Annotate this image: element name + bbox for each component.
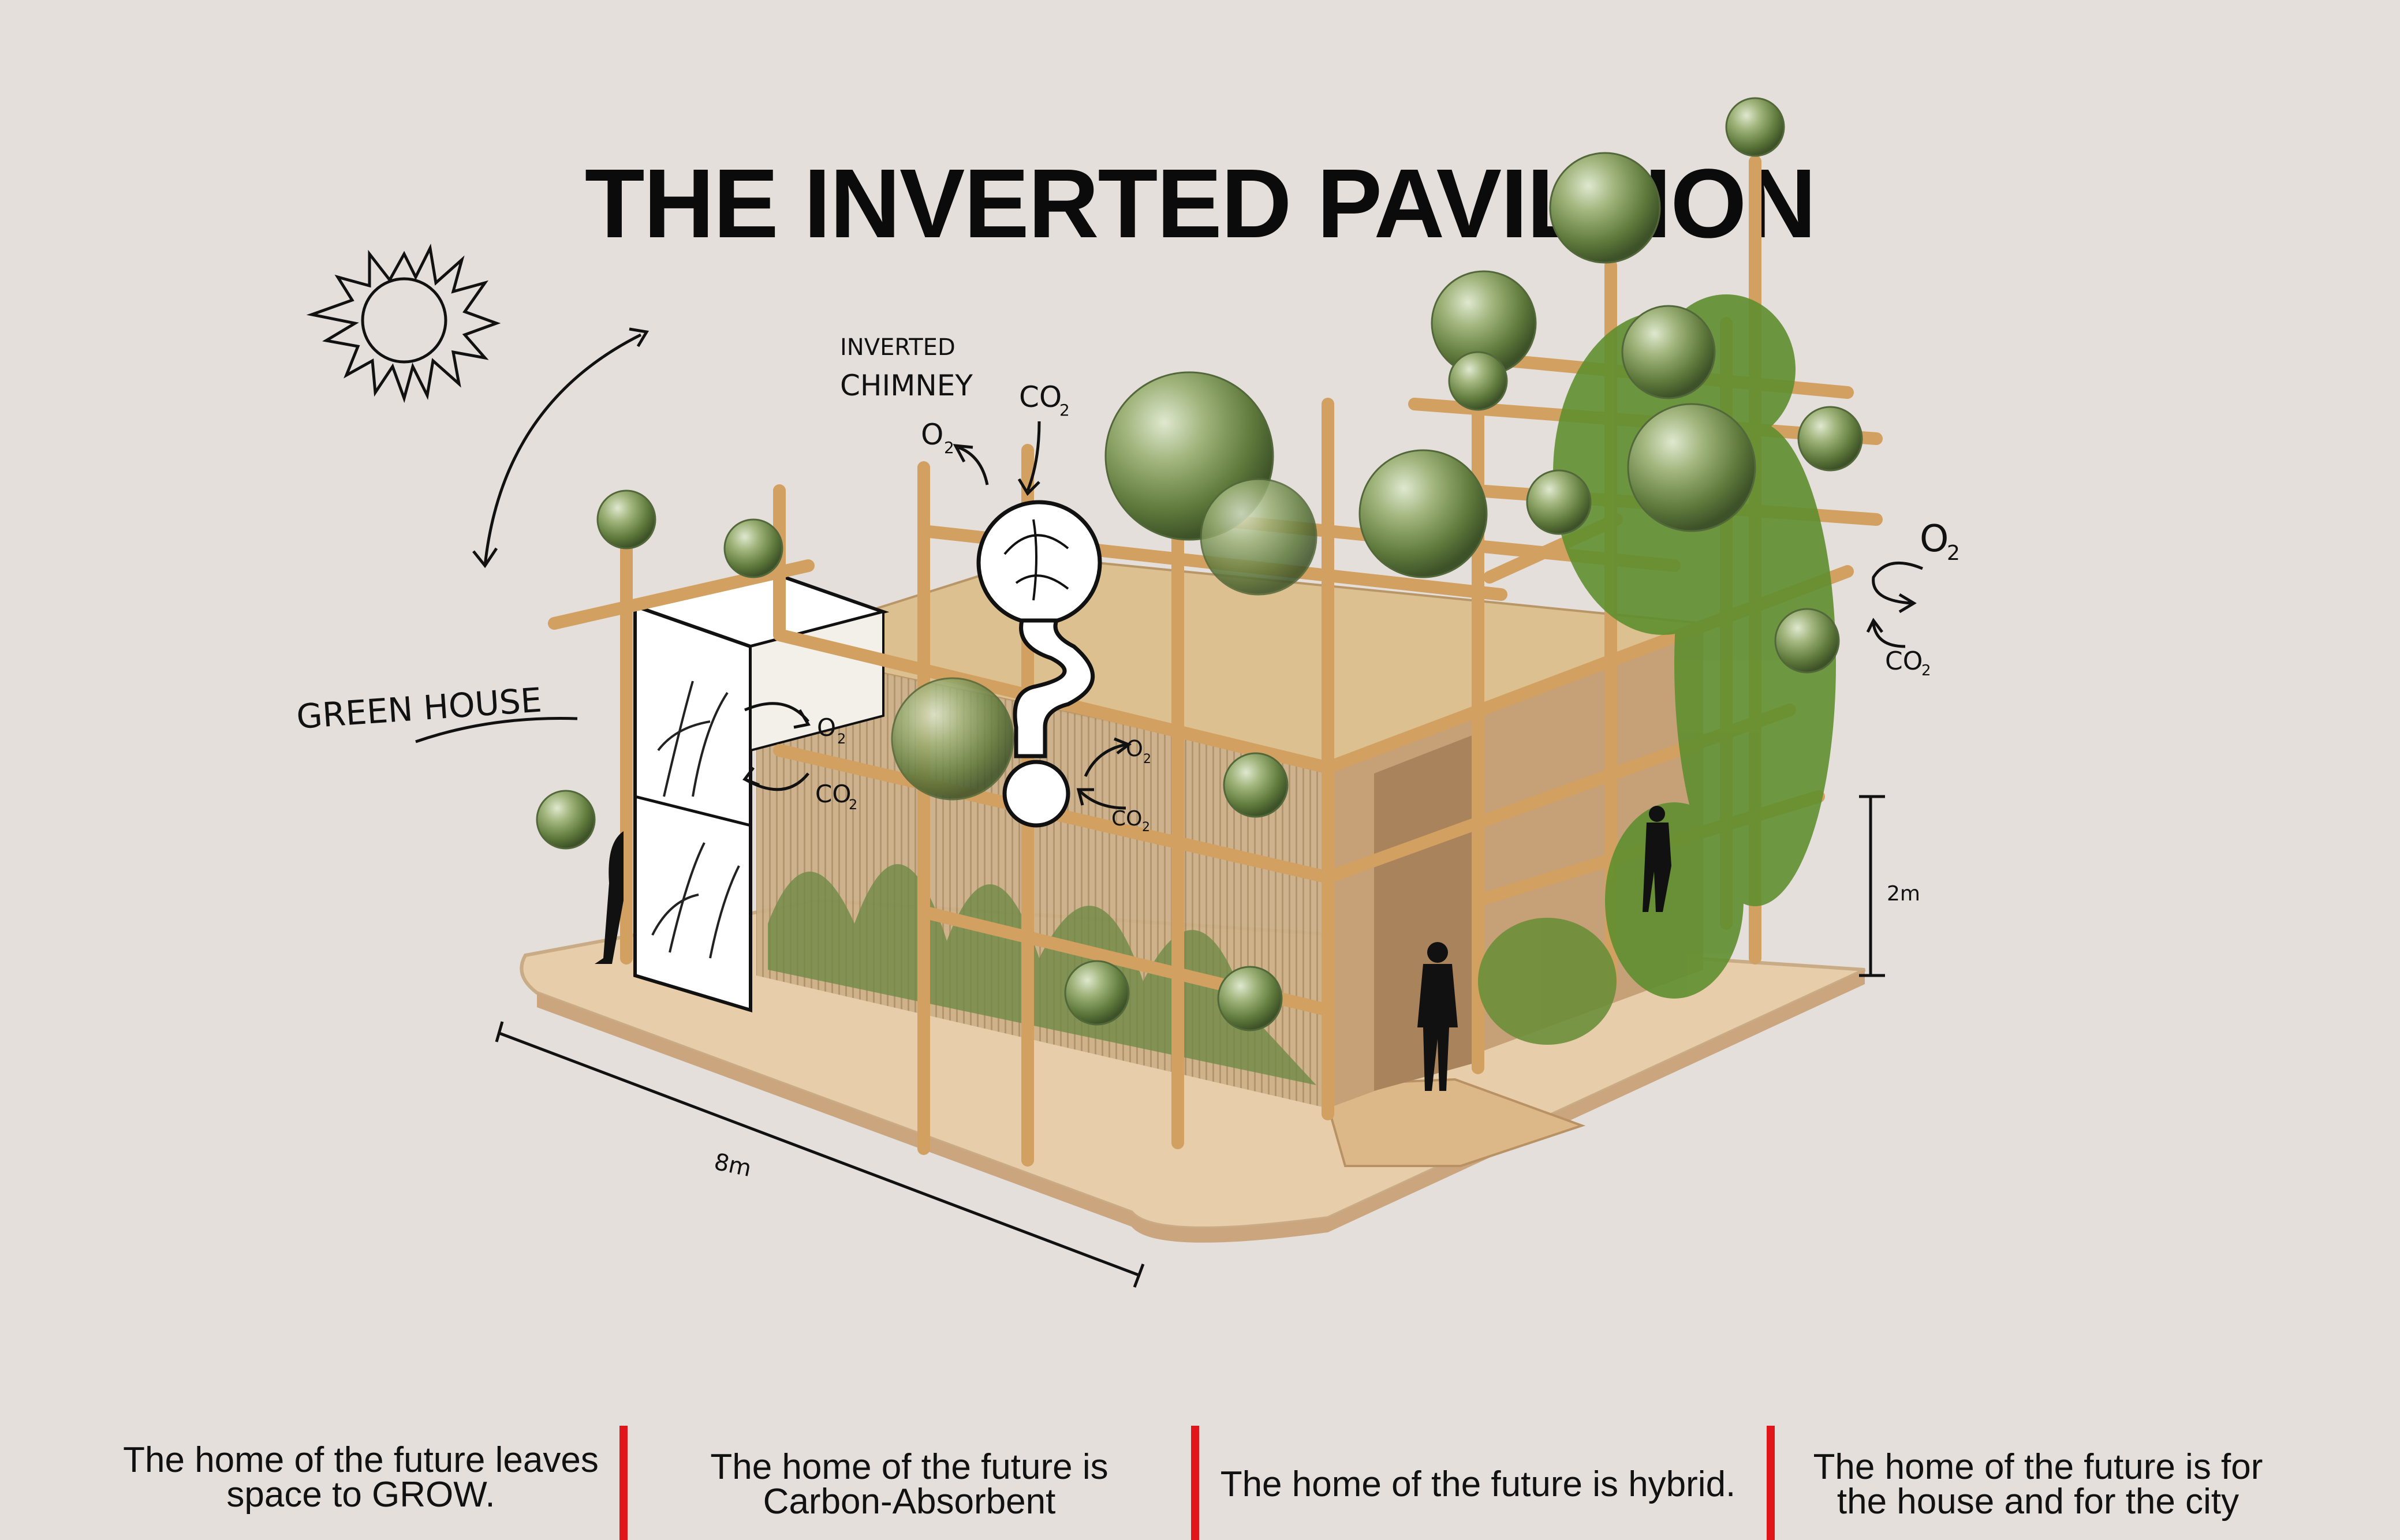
o2-label-right: O <box>1920 518 1949 560</box>
svg-text:2: 2 <box>1921 662 1931 679</box>
chimney-label-line2: CHIMNEY <box>840 369 973 402</box>
pavilion-illustration: GREEN HOUSE INVERTED CHIMNEY O 2 CO 2 O … <box>295 97 1960 1288</box>
sketch-arrows <box>415 327 1923 1288</box>
co2-label-chimney: CO <box>1019 380 1062 414</box>
o2-label-chimney: O <box>921 418 943 451</box>
o2-label-bulb: O <box>1126 736 1143 761</box>
caption-divider <box>1767 1426 1775 1540</box>
co2-label-right: CO <box>1885 646 1923 676</box>
svg-text:2: 2 <box>837 731 846 747</box>
chimney-label-line1: INVERTED <box>840 334 955 361</box>
inverted-chimney-sketch <box>976 500 1102 828</box>
o2-label-greenhouse: O <box>817 713 836 742</box>
caption-hybrid: The home of the future is hybrid. <box>1220 1464 1736 1504</box>
caption-carbon-absorbent: The home of the future is Carbon-Absorbe… <box>710 1447 1108 1522</box>
captions-footer: The home of the future leaves space to G… <box>0 1420 2400 1540</box>
co2-label-greenhouse: CO <box>815 780 851 808</box>
svg-text:2: 2 <box>1947 541 1960 565</box>
climbing-plants <box>1478 294 1836 1045</box>
dimension-height-label: 2m <box>1887 882 1920 906</box>
caption-grow: The home of the future leaves space to G… <box>123 1440 599 1515</box>
glass-spheres <box>536 97 1863 1031</box>
greenhouse-panel <box>629 569 890 1013</box>
greenhouse-label: GREEN HOUSE <box>295 680 543 737</box>
people-silhouettes <box>595 806 1671 1091</box>
svg-text:2: 2 <box>1143 752 1151 767</box>
co2-label-bulb: CO <box>1111 807 1142 831</box>
caption-divider <box>619 1426 628 1540</box>
svg-text:2: 2 <box>1142 820 1150 835</box>
svg-text:2: 2 <box>944 438 954 457</box>
dimension-width-label: 8m <box>712 1149 754 1182</box>
sun-sketch <box>306 244 501 403</box>
caption-divider <box>1191 1426 1199 1540</box>
svg-text:2: 2 <box>849 797 857 813</box>
caption-house-and-city: The home of the future is for the house … <box>1813 1447 2263 1522</box>
svg-text:2: 2 <box>1059 401 1070 420</box>
